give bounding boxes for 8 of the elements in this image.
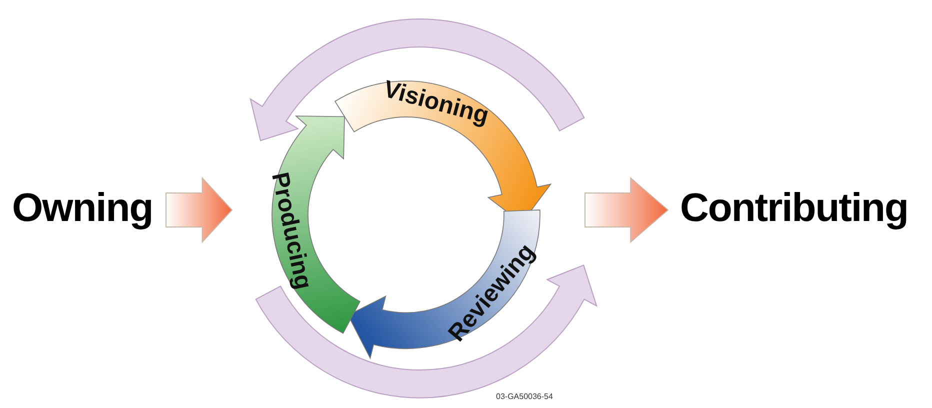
curved-arrow bbox=[250, 18, 585, 142]
stage-label: Contributing bbox=[680, 188, 908, 228]
block-arrow bbox=[166, 176, 233, 244]
block-arrow bbox=[584, 176, 669, 244]
curved-arrow bbox=[255, 264, 598, 398]
stage-label: Owning bbox=[12, 188, 153, 228]
figure-code: 03-GA50036-54 bbox=[496, 392, 553, 401]
step-label: Producing bbox=[267, 170, 316, 292]
